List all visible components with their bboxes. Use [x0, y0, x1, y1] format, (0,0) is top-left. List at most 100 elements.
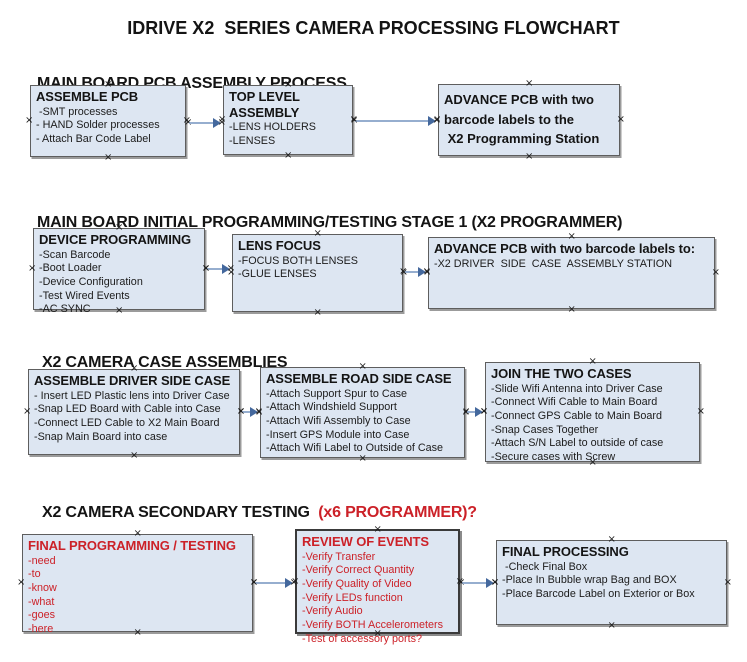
box-item: -Check Final Box: [502, 560, 588, 573]
flow-box-final-programming-testing[interactable]: FINAL PROGRAMMING / TESTING -need -to -k…: [17, 529, 258, 638]
flow-arrow[interactable]: × ×: [350, 115, 441, 127]
anchor-x-icon: ×: [28, 263, 37, 274]
anchor-x-icon: ×: [226, 262, 235, 274]
box-item: -Snap LED Board with Cable into Case: [34, 403, 221, 416]
flow-box-assemble-road-side-case[interactable]: ASSEMBLE ROAD SIDE CASE -Attach Support …: [255, 362, 470, 464]
anchor-x-icon: ×: [457, 577, 465, 588]
anchor-x-icon: ×: [17, 577, 26, 588]
section-heading-case-assemblies: X2 CAMERA CASE ASSEMBLIES: [25, 336, 288, 390]
anchor-x-icon: ×: [607, 620, 616, 631]
anchor-x-icon: ×: [479, 405, 488, 417]
anchor-x-icon: ×: [284, 150, 293, 161]
flow-arrow[interactable]: × ×: [184, 116, 226, 129]
anchor-x-icon: ×: [462, 406, 470, 417]
box-item: -LENS HOLDERS: [229, 121, 316, 134]
anchor-x-icon: ×: [490, 576, 499, 588]
flow-arrow[interactable]: × ×: [399, 265, 431, 278]
box-item: -to: [28, 568, 41, 581]
box-item: -here: [28, 623, 54, 636]
box-item: -Connect GPS Cable to Main Board: [491, 410, 663, 422]
anchor-x-icon: ×: [696, 406, 705, 417]
box-item: -X2 DRIVER SIDE CASE ASSEMBLY STATION: [434, 257, 672, 270]
anchor-x-icon: ×: [350, 115, 358, 126]
arrow-head-icon: [285, 578, 293, 588]
arrow-line: [255, 582, 288, 584]
arrow-head-icon: [222, 264, 230, 274]
flow-arrow[interactable]: × ×: [202, 262, 235, 275]
flow-arrow[interactable]: × ×: [457, 576, 499, 589]
box-item: -Attach Windshield Support: [266, 401, 397, 414]
arrow-line: [404, 271, 421, 273]
arrow-head-icon: [428, 116, 436, 126]
box-title: ASSEMBLE PCB: [36, 89, 139, 104]
box-item: -Attach Wifi Assembly to Case: [266, 415, 411, 427]
flow-box-lens-focus[interactable]: LENS FOCUS -FOCUS BOTH LENSES -GLUE LENS…: [227, 229, 408, 318]
section-heading-text: MAIN BOARD INITIAL PROGRAMMING/TESTING S…: [36, 214, 623, 231]
box-item: -SMT processes: [36, 105, 118, 118]
flow-box-advance-pcb-case-assembly[interactable]: ADVANCE PCB with two barcode labels to: …: [423, 232, 720, 315]
flow-box-top-level-assembly[interactable]: TOP LEVEL ASSEMBLY -LENS HOLDERS -LENSES…: [218, 80, 358, 161]
box-item: -Device Configuration: [39, 276, 143, 288]
anchor-x-icon: ×: [104, 152, 113, 163]
flow-arrow[interactable]: × ×: [462, 405, 488, 418]
anchor-x-icon: ×: [202, 263, 210, 274]
box-title: TOP LEVEL ASSEMBLY: [229, 89, 303, 120]
anchor-x-icon: ×: [313, 307, 322, 318]
arrow-head-icon: [213, 118, 221, 128]
box-item: -Attach Wifi Label to Outside of Case: [266, 442, 444, 455]
box-item: -Test of accessory ports?: [302, 632, 423, 645]
flow-box-device-programming[interactable]: DEVICE PROGRAMMING -Scan Barcode -Boot L…: [28, 223, 210, 316]
box-item: -know: [28, 582, 57, 594]
box-items: -Scan Barcode -Boot Loader -Device Confi…: [39, 249, 200, 318]
flow-arrow[interactable]: × ×: [250, 577, 298, 589]
box-title: JOIN THE TWO CASES: [491, 366, 632, 381]
box-items: -Verify Transfer -Verify Correct Quantit…: [302, 551, 454, 647]
flow-box-final-processing[interactable]: FINAL PROCESSING -Check Final Box -Place…: [491, 535, 732, 631]
box-item: -Boot Loader: [39, 262, 102, 275]
section-heading-text: X2 CAMERA SECONDARY TESTING: [41, 504, 319, 521]
box-title: ASSEMBLE ROAD SIDE CASE: [266, 371, 452, 386]
box-item: -Verify Audio: [302, 605, 363, 618]
box-items: -SMT processes - HAND Solder processes -…: [36, 106, 181, 147]
flow-arrow[interactable]: × ×: [237, 406, 263, 418]
box-item: -Connect Wifi Cable to Main Board: [491, 396, 658, 409]
box-item: -Attach S/N Label to outside of case: [491, 437, 664, 450]
flow-box-advance-pcb-programming-station[interactable]: ADVANCE PCB with two barcode labels to t…: [433, 79, 625, 162]
anchor-x-icon: ×: [723, 576, 732, 588]
box-item: -Snap Main Board into case: [34, 430, 168, 443]
anchor-x-icon: ×: [237, 406, 245, 417]
box-title: ASSEMBLE DRIVER SIDE CASE: [34, 373, 231, 388]
box-item: -Scan Barcode: [39, 248, 111, 261]
box-item: -Verify Correct Quantity: [302, 564, 415, 577]
box-title: ADVANCE PCB with two barcode labels to:: [434, 241, 695, 256]
page-title: IDRIVE X2 SERIES CAMERA PROCESSING FLOWC…: [127, 18, 620, 38]
arrow-head-icon: [250, 407, 258, 417]
flow-box-review-of-events[interactable]: REVIEW OF EVENTS -Verify Transfer -Verif…: [291, 525, 464, 645]
arrow-line: [242, 411, 253, 413]
anchor-x-icon: ×: [23, 406, 32, 417]
box-items: -FOCUS BOTH LENSES -GLUE LENSES: [238, 255, 398, 282]
flow-box-join-the-two-cases[interactable]: JOIN THE TWO CASES -Slide Wifi Antenna i…: [480, 357, 705, 468]
flow-box-assemble-pcb[interactable]: ASSEMBLE PCB -SMT processes - HAND Solde…: [25, 80, 191, 163]
box-items: -X2 DRIVER SIDE CASE ASSEMBLY STATION: [434, 258, 710, 272]
flow-box-assemble-driver-side-case[interactable]: ASSEMBLE DRIVER SIDE CASE - Insert LED P…: [23, 364, 245, 461]
box-item: -Connect LED Cable to X2 Main Board: [34, 417, 220, 429]
box-item: -Slide Wifi Antenna into Driver Case: [491, 382, 663, 395]
box-item: -Place Barcode Label on Exterior or Box: [502, 588, 695, 600]
box-item: -Test Wired Events: [39, 289, 130, 302]
box-item: -Verify BOTH Accelerometers: [302, 619, 443, 632]
box-items: -need -to -know -what -goes -here: [28, 555, 248, 637]
section-heading-red-text: (x6 PROGRAMMER)?: [318, 504, 477, 521]
box-item: -FOCUS BOTH LENSES: [238, 254, 358, 267]
box-items: -Slide Wifi Antenna into Driver Case -Co…: [491, 383, 695, 465]
anchor-x-icon: ×: [422, 265, 431, 277]
box-item: -Verify Quality of Video: [302, 578, 412, 590]
arrow-line: [355, 120, 431, 122]
box-item: -Attach Support Spur to Case: [266, 387, 408, 400]
box-item: -need: [28, 554, 56, 567]
anchor-x-icon: ×: [217, 116, 226, 128]
anchor-x-icon: ×: [399, 266, 407, 277]
box-item: -GLUE LENSES: [238, 268, 317, 281]
anchor-x-icon: ×: [250, 577, 258, 588]
